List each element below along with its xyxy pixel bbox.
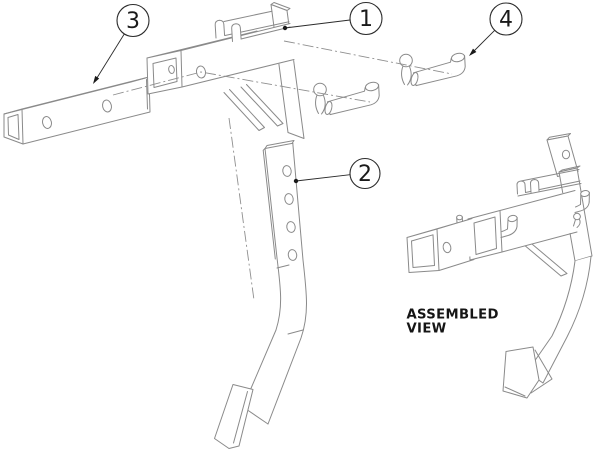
callout-3-leader xyxy=(95,33,125,80)
callout-4-number: 4 xyxy=(499,8,513,33)
pin-lower-head xyxy=(324,101,333,115)
hitch-pin-upper xyxy=(399,52,466,87)
assembled-view-label-line1: ASSEMBLED xyxy=(407,308,499,323)
shank-bend-marks xyxy=(276,264,304,335)
assembled-view: ASSEMBLED VIEW xyxy=(406,133,593,399)
asm-tube-pin xyxy=(456,214,518,238)
callout-3: 3 xyxy=(93,3,150,84)
callout-1: 1 xyxy=(282,1,383,36)
callout-4-arrowhead xyxy=(469,48,477,56)
tube3-hole-2 xyxy=(102,99,112,113)
callout-2-number: 2 xyxy=(358,162,372,187)
asm-r-clip xyxy=(573,212,581,228)
r-clip-lower xyxy=(313,82,327,115)
clamp-finger-1 xyxy=(214,19,226,39)
clamp-finger-2 xyxy=(231,23,242,42)
pin-upper-head xyxy=(410,72,419,86)
callout-2: 2 xyxy=(293,157,381,190)
callout-3-circle xyxy=(116,3,150,38)
centerline-plate-and-upper-pin xyxy=(283,40,453,75)
callout-1-circle xyxy=(349,1,383,36)
part-4-hitch-pins xyxy=(313,52,466,116)
part-1-mount-bracket xyxy=(146,2,305,139)
part-3-square-tube xyxy=(3,76,151,145)
centerline-tube-and-lower-pin xyxy=(112,71,371,103)
pin-upper-cap xyxy=(450,52,466,63)
mount-plate xyxy=(270,2,305,139)
receiver-mouth-inner xyxy=(152,57,178,88)
tube3-edges xyxy=(3,76,150,145)
callout-2-leader xyxy=(295,174,351,182)
asm-tube3 xyxy=(406,218,475,273)
tube3-mouth-inner xyxy=(7,114,20,140)
callout-2-circle xyxy=(349,157,381,190)
tube3-hole-1 xyxy=(42,116,52,129)
callout-1-number: 1 xyxy=(359,7,373,32)
asm-tube3-hole xyxy=(442,241,452,254)
asm-tube3-mouth-inner xyxy=(411,234,435,268)
asm-receiver-mouth-inner xyxy=(473,216,497,255)
asm-shank xyxy=(526,256,592,394)
shank-bar xyxy=(242,140,307,425)
centerline-shank-slot xyxy=(228,117,255,301)
part-2-ripper-shank xyxy=(214,140,307,449)
asm-gusset xyxy=(522,241,568,277)
callout-4: 4 xyxy=(469,2,523,56)
asm-shank-tab xyxy=(546,133,579,177)
pin-lower-cap xyxy=(364,81,380,92)
callout-1-dot xyxy=(282,25,288,31)
top-clamp xyxy=(214,10,291,42)
hitch-pin-lower xyxy=(313,81,380,116)
callout-3-number: 3 xyxy=(126,9,140,34)
assembled-view-label-line2: VIEW xyxy=(407,322,447,337)
tube3-body xyxy=(3,76,151,145)
receiver-inner-hole xyxy=(168,65,175,74)
asm-receiver xyxy=(467,190,578,261)
asm-plate-pin xyxy=(573,190,590,228)
gusset-brace xyxy=(223,84,284,131)
callout-1-leader xyxy=(284,19,351,29)
assembly-centerlines xyxy=(112,40,453,301)
asm-pin-tip xyxy=(456,214,463,221)
shank-holes xyxy=(282,165,298,261)
shank-point xyxy=(214,384,254,449)
asm-clamp xyxy=(516,169,582,197)
asm-tab-hole xyxy=(561,149,571,160)
callout-4-circle xyxy=(489,2,523,36)
r-clip-upper xyxy=(399,53,413,86)
callout-2-dot xyxy=(293,178,299,184)
asm-shank-point xyxy=(502,346,540,399)
callout-3-arrowhead xyxy=(93,75,100,84)
callout-4-leader xyxy=(473,29,496,52)
